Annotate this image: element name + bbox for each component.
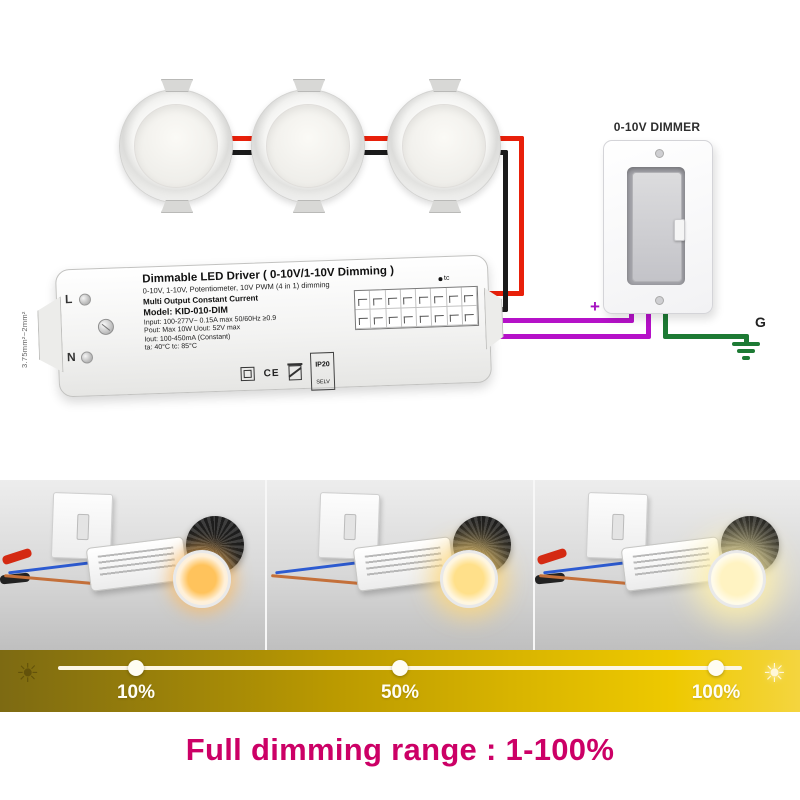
demo-photo-strip	[0, 480, 800, 650]
weee-bin-icon	[288, 364, 302, 380]
ip-rating: IP20	[315, 361, 330, 369]
ce-mark: CE	[263, 367, 280, 379]
photo-wire	[542, 560, 631, 575]
terminal-n-label: N	[66, 349, 76, 365]
wire-dim-purple-segment	[486, 334, 651, 339]
wire-red-segment	[224, 136, 258, 141]
test-clip-red	[1, 547, 33, 566]
led-downlight-1	[119, 79, 233, 213]
mounting-ear	[484, 287, 504, 350]
dimming-dot-100	[708, 660, 724, 676]
led-glow-50	[440, 550, 499, 608]
wire-dim-purple-segment	[646, 306, 651, 338]
mounting-clip	[161, 79, 193, 92]
dim-plus-label: +	[590, 297, 600, 316]
wire-red-segment	[360, 136, 394, 141]
dimming-dot-50	[392, 660, 408, 676]
mounting-clip	[293, 200, 325, 213]
led-downlight-3	[387, 79, 501, 213]
wire-red-segment	[470, 291, 524, 296]
photo-wire	[271, 574, 360, 585]
downlight-lens	[266, 104, 350, 188]
wire-red-segment	[490, 136, 524, 141]
ground-symbol	[732, 342, 762, 364]
dimmer-opening	[627, 167, 685, 285]
dimming-gradient-bar: ☀ 10% 50% 100% ☀	[0, 650, 800, 712]
mounting-clip	[293, 79, 325, 92]
wire-gauge-text: 3.75mm²~2mm²	[20, 311, 29, 368]
terminal-screw	[78, 293, 92, 306]
screw-icon	[654, 296, 664, 305]
terminal-screw	[80, 351, 94, 364]
downlight-lens	[402, 104, 486, 188]
dimming-range-text: Full dimming range : 1-100%	[185, 732, 615, 767]
tc-marking: tc	[437, 275, 450, 282]
driver-rating-label: Dimmable LED Driver ( 0-10V/1-10V Dimmin…	[142, 262, 483, 391]
mounting-clip	[429, 200, 461, 213]
mounting-clip	[161, 200, 193, 213]
class2-insulation-icon	[240, 366, 255, 382]
mounting-ear	[37, 296, 64, 373]
screw-icon	[654, 149, 664, 158]
ip-rating-box: IP20 SELV	[309, 352, 336, 391]
tc-dot-icon	[437, 276, 443, 281]
terminal-l-label: L	[64, 292, 73, 307]
selv-mark: SELV	[316, 379, 331, 386]
dimming-dot-10	[128, 660, 144, 676]
dimming-stop-label-100: 100%	[691, 682, 741, 703]
wire-dim-purple-segment	[486, 318, 634, 323]
sun-bright-icon: ☀	[762, 658, 786, 688]
downlight-lens	[134, 104, 218, 188]
wire-ground-green-segment	[744, 334, 749, 344]
photo-dim-50	[267, 480, 535, 650]
wire-ground-green-segment	[663, 334, 748, 339]
dimming-stop-label-50: 50%	[380, 682, 420, 703]
screw-icon	[97, 318, 115, 336]
photo-dim-10	[0, 480, 268, 650]
dimmer-slider	[674, 219, 685, 241]
photo-wire	[8, 560, 96, 575]
mounting-clip	[429, 79, 461, 92]
wire-ground-green-segment	[663, 306, 668, 338]
led-glow-100	[707, 550, 766, 608]
dimmer-paddle	[632, 172, 685, 282]
ground-label: G	[755, 314, 766, 330]
dimmer-title: 0-10V DIMMER	[613, 120, 701, 134]
wire-dim-purple-segment	[629, 306, 634, 322]
wire-black-segment	[224, 150, 258, 155]
sun-dim-icon: ☀	[16, 658, 40, 688]
led-downlight-2	[251, 79, 365, 213]
wire-black-segment	[360, 150, 394, 155]
wire-red-segment	[519, 136, 524, 296]
certification-icons: CE IP20 SELV	[240, 352, 336, 391]
wire-black-segment	[503, 150, 508, 312]
dimming-modes-table	[353, 285, 480, 331]
photo-dim-100	[534, 480, 800, 650]
photo-wire	[275, 560, 364, 575]
test-clip-red	[535, 547, 568, 566]
led-driver: L N Dimmable LED Driver ( 0-10V/1-10V Di…	[55, 254, 492, 398]
wall-dimmer-switch	[603, 140, 713, 314]
footer: Full dimming range : 1-100%	[0, 712, 800, 800]
led-glow-10	[173, 550, 231, 608]
dimming-stop-label-10: 10%	[116, 682, 156, 703]
